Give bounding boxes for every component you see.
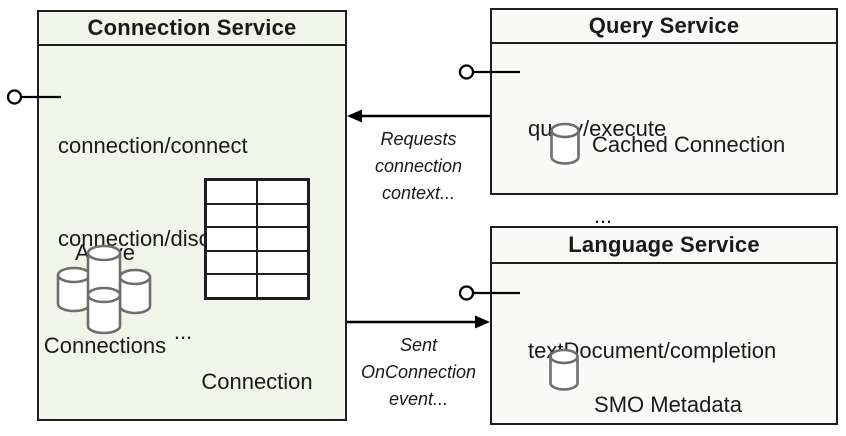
database-cluster-icon xyxy=(56,244,152,335)
sent-onconnection-event-label: Sent OnConnection event... xyxy=(360,335,477,409)
database-icon xyxy=(549,348,579,391)
requests-arrow xyxy=(347,109,490,123)
language-service-title: Language Service xyxy=(492,228,836,264)
database-icon xyxy=(550,122,580,165)
table-cell xyxy=(206,227,257,251)
onconnection-event-arrow xyxy=(347,315,490,329)
methods-ellipsis: ... xyxy=(528,423,768,436)
language-service-box: Language Service xyxy=(490,226,838,425)
method-connection-connect: connection/connect xyxy=(58,133,248,158)
arrowhead-right-icon xyxy=(475,315,490,329)
table-cell xyxy=(206,180,257,204)
smo-metadata-provider-label: SMO Metadata Provider Connection xyxy=(594,392,742,417)
table-cell xyxy=(206,203,257,228)
query-service-title: Query Service xyxy=(492,10,836,44)
query-service-box: Query Service xyxy=(490,8,838,195)
table-cell xyxy=(257,180,308,204)
requests-connection-context-label: Requests connection context... xyxy=(374,129,463,203)
arrowhead-left-icon xyxy=(347,109,362,123)
table-cell xyxy=(206,274,257,298)
connection-service-title: Connection Service xyxy=(39,12,345,46)
table-cell xyxy=(257,250,308,275)
table-cell xyxy=(206,250,257,275)
callbacks-table-grid xyxy=(204,178,310,300)
query-service-methods: query/execute ... xyxy=(528,56,728,288)
cached-connection-label: Cached Connection xyxy=(592,132,786,157)
methods-ellipsis: ... xyxy=(173,319,193,344)
table-cell xyxy=(257,274,308,298)
table-cell xyxy=(257,227,308,251)
table-cell xyxy=(257,203,308,228)
connection-event-callbacks-label: Connection Event Callbacks xyxy=(201,369,313,394)
methods-ellipsis: ... xyxy=(593,203,613,228)
